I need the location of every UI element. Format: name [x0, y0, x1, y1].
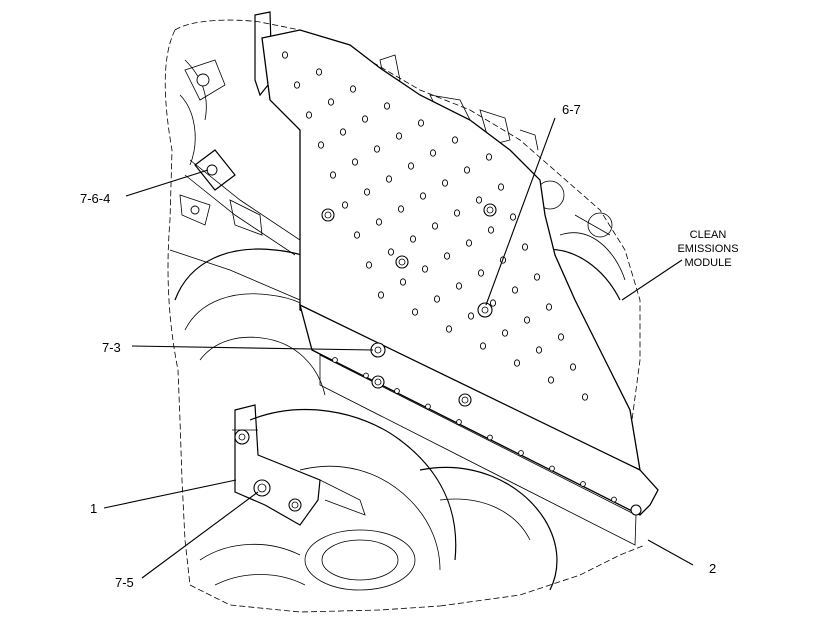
perforation-hole — [397, 205, 405, 213]
perforation-hole — [341, 201, 349, 209]
perforation-hole — [511, 286, 519, 294]
leader-clean-emissions-module — [621, 259, 683, 301]
perforation-hole — [533, 273, 541, 281]
perforation-hole — [545, 303, 553, 311]
perforation-hole — [351, 158, 359, 166]
leader-7-6-4 — [125, 169, 209, 197]
perforation-hole — [429, 149, 437, 157]
perforation-hole — [293, 81, 301, 89]
perforation-hole — [361, 115, 369, 123]
perforation-hole — [421, 265, 429, 273]
perforation-hole — [375, 218, 383, 226]
leader-6-7 — [485, 117, 556, 306]
perforation-hole — [485, 153, 493, 161]
perforation-hole — [329, 171, 337, 179]
perforation-hole — [395, 132, 403, 140]
perforation-hole — [455, 282, 463, 290]
perforation-hole — [501, 329, 509, 337]
perforation-hole — [569, 363, 577, 371]
flange-hole — [580, 481, 586, 487]
perforation-hole — [557, 333, 565, 341]
perforation-hole — [385, 175, 393, 183]
flange-hole — [549, 465, 555, 472]
plate-bolts — [321, 203, 642, 516]
perforation-hole — [521, 243, 529, 251]
perforation-hole — [463, 166, 471, 174]
perforation-hole — [513, 359, 521, 367]
perforation-hole — [339, 128, 347, 136]
flange-hole — [332, 357, 338, 363]
support-bracket — [232, 404, 366, 526]
perforation-hole — [399, 278, 407, 286]
perforation-hole — [535, 346, 543, 354]
perforation-hole — [315, 68, 323, 76]
perforation-hole — [453, 209, 461, 217]
callout-1: 1 — [90, 501, 97, 516]
heat-shield-plate — [261, 29, 659, 546]
perforation-hole — [509, 213, 517, 221]
perforation-hole — [281, 51, 289, 59]
perforation-hole — [581, 393, 589, 401]
perforation-hole — [409, 235, 417, 243]
perforation-hole — [407, 162, 415, 170]
flange-hole — [611, 496, 617, 503]
leader-7-3 — [131, 345, 374, 351]
perforation-hole — [419, 192, 427, 200]
perforation-hole — [365, 261, 373, 269]
callout-7-3: 7-3 — [102, 340, 121, 355]
perforation-hole — [465, 239, 473, 247]
callout-labels: 6-7 7-6-4 7-3 1 7-5 2 CLEAN EMISSIONS MO… — [80, 102, 739, 590]
perforation-hole — [489, 299, 497, 307]
perforation-hole — [497, 183, 505, 191]
flange-hole — [394, 388, 400, 394]
flange-hole — [487, 434, 493, 441]
callout-clean-line-2: EMISSIONS — [677, 243, 738, 255]
perforation-hole — [373, 145, 381, 153]
perforation-hole — [443, 252, 451, 260]
perforation-hole — [547, 376, 555, 384]
perforation-hole — [433, 295, 441, 303]
perforation-hole — [475, 196, 483, 204]
flange-hole — [425, 403, 431, 410]
perforation-hole — [317, 141, 325, 149]
leader-1 — [103, 479, 237, 509]
flange-hole — [363, 372, 369, 379]
perforation-hole — [327, 98, 335, 106]
perforation-hole — [363, 188, 371, 196]
perforation-hole — [353, 231, 361, 239]
flange-hole — [518, 450, 524, 456]
leader-lines — [103, 117, 694, 579]
perforation-hole — [523, 316, 531, 324]
perforation-hole — [305, 111, 313, 119]
perforation-hole — [377, 291, 385, 299]
perforation-hole — [411, 308, 419, 316]
perforation-hole — [441, 179, 449, 187]
callout-7-6-4: 7-6-4 — [80, 191, 110, 206]
perforation-hole — [417, 119, 425, 127]
leader-2 — [647, 539, 694, 566]
flange-hole — [456, 419, 462, 425]
callout-6-7: 6-7 — [562, 102, 581, 117]
perforation-hole — [479, 342, 487, 350]
perforation-hole — [451, 136, 459, 144]
perforation-hole — [467, 312, 475, 320]
perforation-hole — [387, 248, 395, 256]
callout-2: 2 — [709, 561, 716, 576]
perforation-hole — [477, 269, 485, 277]
callout-7-5: 7-5 — [115, 575, 134, 590]
callout-clean-line-3: MODULE — [684, 257, 731, 269]
perforation-hole — [349, 85, 357, 93]
leader-7-5 — [141, 491, 259, 579]
plate-perforations — [281, 51, 617, 503]
perforation-hole — [383, 102, 391, 110]
callout-clean-line-1: CLEAN — [690, 229, 727, 241]
perforation-hole — [445, 325, 453, 333]
perforation-hole — [431, 222, 439, 230]
perforation-hole — [487, 226, 495, 234]
